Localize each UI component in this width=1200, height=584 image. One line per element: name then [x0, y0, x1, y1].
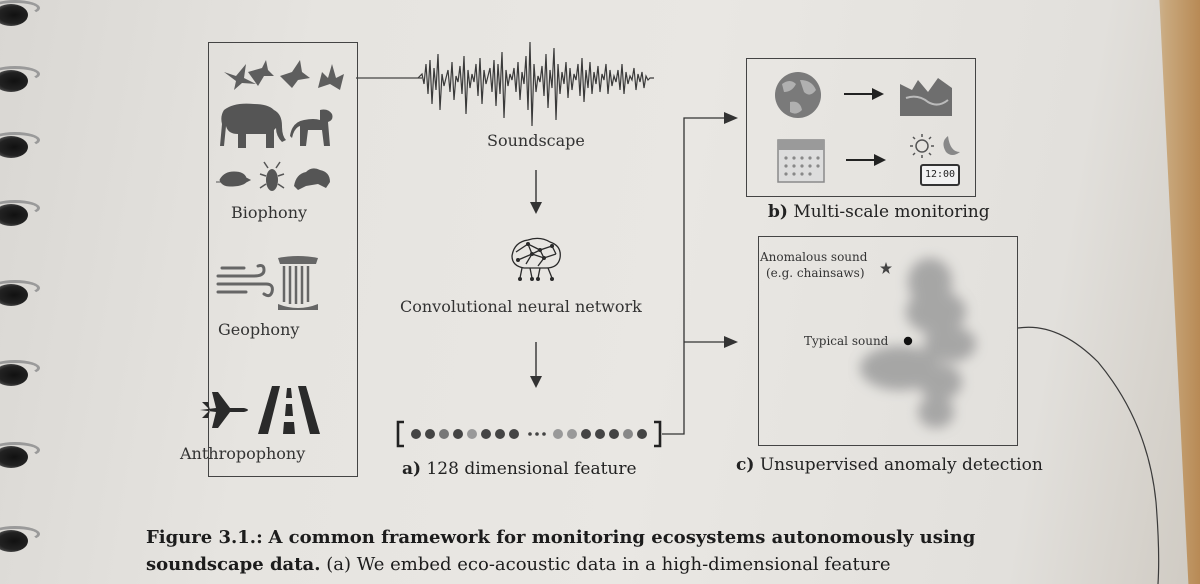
typical-sound-label: Typical sound [804, 334, 889, 348]
monitoring-caption-letter: b) [768, 202, 788, 222]
anomaly-caption: c) Unsupervised anomaly detection [736, 455, 1043, 475]
cockroach-icon [259, 161, 285, 191]
calendar-icon [777, 139, 825, 183]
arrow-soundscape-to-cnn [530, 170, 542, 214]
figure-caption-bold: A common framework for monitoring ecosys… [146, 527, 976, 575]
arrow-cnn-to-feature [530, 342, 542, 388]
figure-caption: Figure 3.1.: A common framework for moni… [146, 524, 1086, 578]
biophony-label: Biophony [231, 203, 308, 222]
landscape-map-icon [900, 78, 952, 116]
figure-caption-body: (a) We embed eco-acoustic data in a high… [326, 554, 891, 575]
cnn-label: Convolutional neural network [400, 297, 642, 316]
airplane-icon [200, 392, 248, 428]
wind-icon [216, 264, 274, 298]
feature-vector [396, 420, 662, 448]
pencil-margin-stroke [1017, 326, 1160, 584]
rodent-icon [216, 171, 252, 187]
feature-caption: a) 128 dimensional feature [402, 459, 637, 479]
neural-network-icon [511, 237, 561, 281]
figure-number: Figure 3.1.: [146, 527, 263, 548]
anomaly-box [758, 236, 1018, 446]
anomaly-caption-letter: c) [736, 455, 755, 475]
anthropophony-label: Anthropophony [180, 444, 306, 463]
feature-caption-letter: a) [402, 459, 422, 479]
anomalous-sound-label-line1: Anomalous sound [760, 250, 868, 264]
elephant-icon [220, 103, 286, 148]
feature-caption-text: 128 dimensional feature [426, 459, 637, 479]
road-icon [258, 386, 320, 434]
typical-sound-dot [903, 336, 913, 346]
sound-source-box [208, 42, 358, 477]
anomalous-sound-label-line2: (e.g. chainsaws) [766, 266, 865, 280]
source-connector-line [356, 77, 422, 79]
waterfall-icon [278, 256, 318, 310]
arrow-right-icon-1 [844, 88, 884, 100]
monitoring-caption-text: Multi-scale monitoring [793, 202, 990, 222]
frog-icon [294, 168, 330, 190]
globe-icon [775, 72, 821, 118]
monitoring-box [746, 58, 976, 197]
soundscape-label: Soundscape [487, 131, 585, 150]
bird-flock-icon [224, 60, 344, 90]
anomaly-star-icon [880, 262, 892, 274]
arrow-right-icon-2 [846, 154, 886, 166]
monkey-icon [290, 109, 333, 146]
geophony-label: Geophony [218, 320, 300, 339]
sun-moon-icon [910, 134, 960, 158]
monitoring-caption: b) Multi-scale monitoring [768, 202, 990, 222]
digital-clock: 12:00 [920, 164, 960, 186]
anomaly-caption-text: Unsupervised anomaly detection [759, 455, 1043, 475]
sound-clusters [860, 258, 976, 428]
branch-connector [662, 112, 738, 435]
clock-readout: 12:00 [924, 169, 956, 180]
soundscape-waveform [417, 41, 654, 127]
